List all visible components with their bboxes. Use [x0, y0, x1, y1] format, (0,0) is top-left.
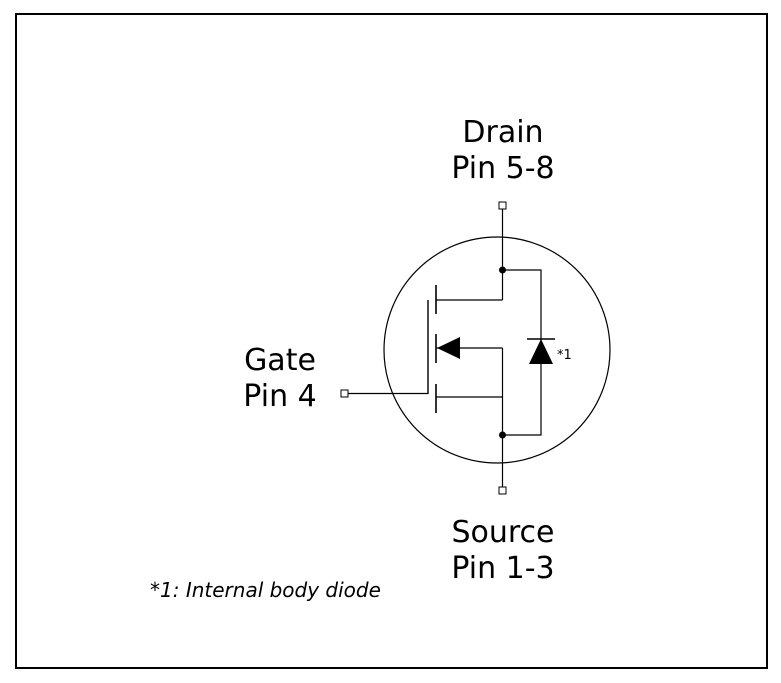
drain-pins: Pin 5-8: [451, 151, 555, 186]
gate-pins: Pin 4: [243, 379, 317, 414]
drain-name: Drain: [462, 115, 544, 150]
diode-reference-mark: *1: [557, 348, 572, 363]
body-diode-triangle: [529, 339, 553, 364]
gate-label: Gate Pin 4: [220, 343, 340, 415]
source-pins: Pin 1-3: [451, 551, 555, 586]
footnote: *1: Internal body diode: [150, 578, 381, 602]
gate-terminal: [340, 389, 349, 398]
package-circle: [383, 236, 611, 464]
source-terminal: [498, 486, 507, 495]
gate-name: Gate: [244, 343, 316, 378]
diagram-frame: [15, 13, 768, 669]
source-name: Source: [451, 515, 555, 550]
drain-label: Drain Pin 5-8: [420, 115, 586, 187]
source-label: Source Pin 1-3: [420, 515, 586, 587]
body-arrow: [437, 337, 460, 359]
drain-terminal: [498, 201, 507, 210]
